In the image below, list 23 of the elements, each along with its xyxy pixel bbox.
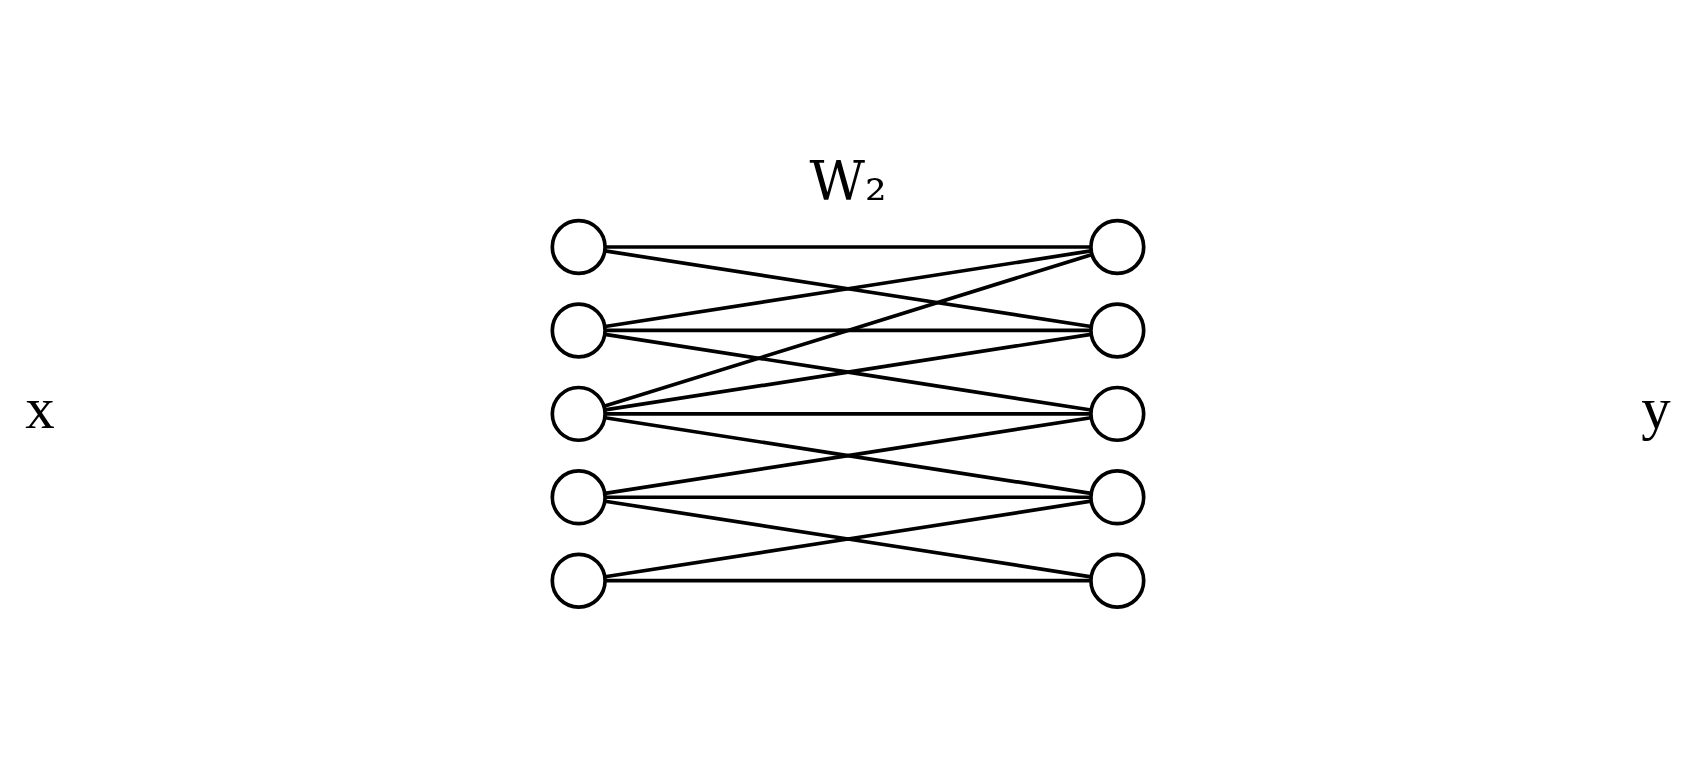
node-circle (550, 385, 607, 442)
connector (604, 415, 1092, 495)
connector (604, 332, 1092, 412)
label: y (1641, 375, 1671, 441)
connector (605, 494, 1091, 499)
connector (605, 244, 1091, 249)
node-circle (550, 468, 607, 525)
node-circle (550, 552, 607, 609)
connector (605, 578, 1091, 583)
connector (603, 252, 1092, 408)
connector (604, 248, 1092, 328)
node-circle (1089, 385, 1146, 442)
connector (605, 411, 1091, 416)
node-circle (1089, 552, 1146, 609)
node-circle (1089, 218, 1146, 275)
connector (604, 498, 1092, 579)
node-circle (1089, 301, 1146, 359)
label: x (25, 375, 55, 441)
node-circle (1089, 468, 1146, 525)
node-circle (550, 301, 607, 359)
diagram-title: W₂ (809, 149, 887, 213)
node-circle (550, 218, 607, 275)
connector (605, 328, 1091, 332)
